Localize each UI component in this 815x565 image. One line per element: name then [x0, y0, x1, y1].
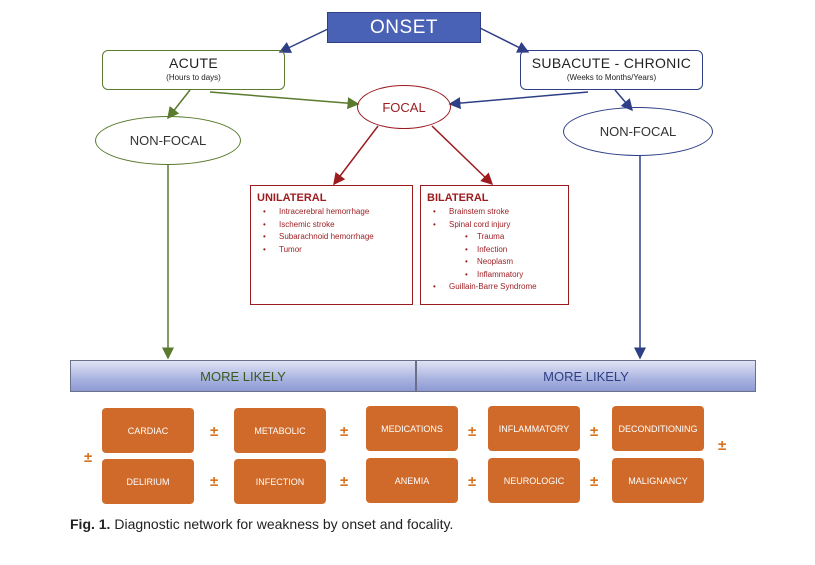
list-item: Spinal cord injury	[427, 219, 562, 232]
plus-minus-sign: ±	[210, 423, 219, 440]
list-item: Guillain-Barre Syndrome	[427, 281, 562, 294]
focal-node: FOCAL	[357, 85, 451, 129]
arrow-onset-acute	[278, 27, 331, 53]
onset-box: ONSET	[327, 12, 481, 43]
nonfocal-left-node: NON-FOCAL	[95, 116, 241, 165]
category-cardiac: CARDIAC	[102, 408, 194, 453]
category-metabolic: METABOLIC	[234, 408, 326, 453]
more-likely-left-bar: MORE LIKELY	[70, 360, 416, 392]
plus-minus-sign: ±	[340, 473, 349, 490]
list-subitem: Infection	[427, 244, 562, 257]
category-infection: INFECTION	[234, 459, 326, 504]
list-item: Brainstem stroke	[427, 206, 562, 219]
category-anemia: ANEMIA	[366, 458, 458, 503]
plus-minus-sign: ±	[590, 423, 599, 440]
plus-minus-sign: ±	[210, 473, 219, 490]
acute-title: ACUTE	[169, 55, 218, 71]
figure-caption: Fig. 1. Diagnostic network for weakness …	[70, 516, 453, 532]
plus-minus-sign: ±	[718, 437, 727, 454]
list-item: Tumor	[257, 244, 406, 257]
unilateral-title: UNILATERAL	[257, 192, 327, 204]
caption-text: Diagnostic network for weakness by onset…	[114, 516, 454, 532]
unilateral-box: UNILATERAL Intracerebral hemorrhage Isch…	[250, 185, 413, 305]
more-likely-right-bar: MORE LIKELY	[416, 360, 756, 392]
category-neurologic: NEUROLOGIC	[488, 458, 580, 503]
subacute-title: SUBACUTE - CHRONIC	[531, 55, 692, 71]
plus-minus-sign: ±	[468, 473, 477, 490]
bilateral-title: BILATERAL	[427, 192, 489, 204]
list-subitem: Inflammatory	[427, 269, 562, 282]
bilateral-list: Brainstem stroke Spinal cord injury Trau…	[427, 206, 562, 294]
arrow-acute-focal	[209, 91, 360, 110]
bilateral-box: BILATERAL Brainstem stroke Spinal cord i…	[420, 185, 569, 305]
subacute-chronic-box: SUBACUTE - CHRONIC (Weeks to Months/Year…	[520, 50, 703, 90]
list-item: Ischemic stroke	[257, 219, 406, 232]
arrow-acute-nonfocal	[167, 89, 191, 120]
arrow-subacute-focal	[448, 91, 589, 110]
arrow-focal-bilateral	[431, 125, 494, 186]
acute-subtitle: (Hours to days)	[166, 73, 221, 82]
list-subitem: Neoplasm	[427, 256, 562, 269]
acute-box: ACUTE (Hours to days)	[102, 50, 285, 90]
list-subitem: Trauma	[427, 231, 562, 244]
caption-label: Fig. 1.	[70, 516, 111, 532]
category-inflammatory: INFLAMMATORY	[488, 406, 580, 451]
category-deconditioning: DECONDITIONING	[612, 406, 704, 451]
category-delirium: DELIRIUM	[102, 459, 194, 504]
plus-minus-sign: ±	[340, 423, 349, 440]
nonfocal-right-node: NON-FOCAL	[563, 107, 713, 156]
list-item: Subarachnoid hemorrhage	[257, 231, 406, 244]
list-item: Intracerebral hemorrhage	[257, 206, 406, 219]
category-malignancy: MALIGNANCY	[612, 458, 704, 503]
arrow-focal-unilateral	[333, 125, 379, 186]
subacute-subtitle: (Weeks to Months/Years)	[566, 73, 657, 82]
plus-minus-sign: ±	[590, 473, 599, 490]
unilateral-list: Intracerebral hemorrhage Ischemic stroke…	[257, 206, 406, 256]
arrow-onset-subacute	[479, 27, 530, 53]
plus-minus-sign: ±	[84, 449, 93, 466]
plus-minus-sign: ±	[468, 423, 477, 440]
category-medications: MEDICATIONS	[366, 406, 458, 451]
